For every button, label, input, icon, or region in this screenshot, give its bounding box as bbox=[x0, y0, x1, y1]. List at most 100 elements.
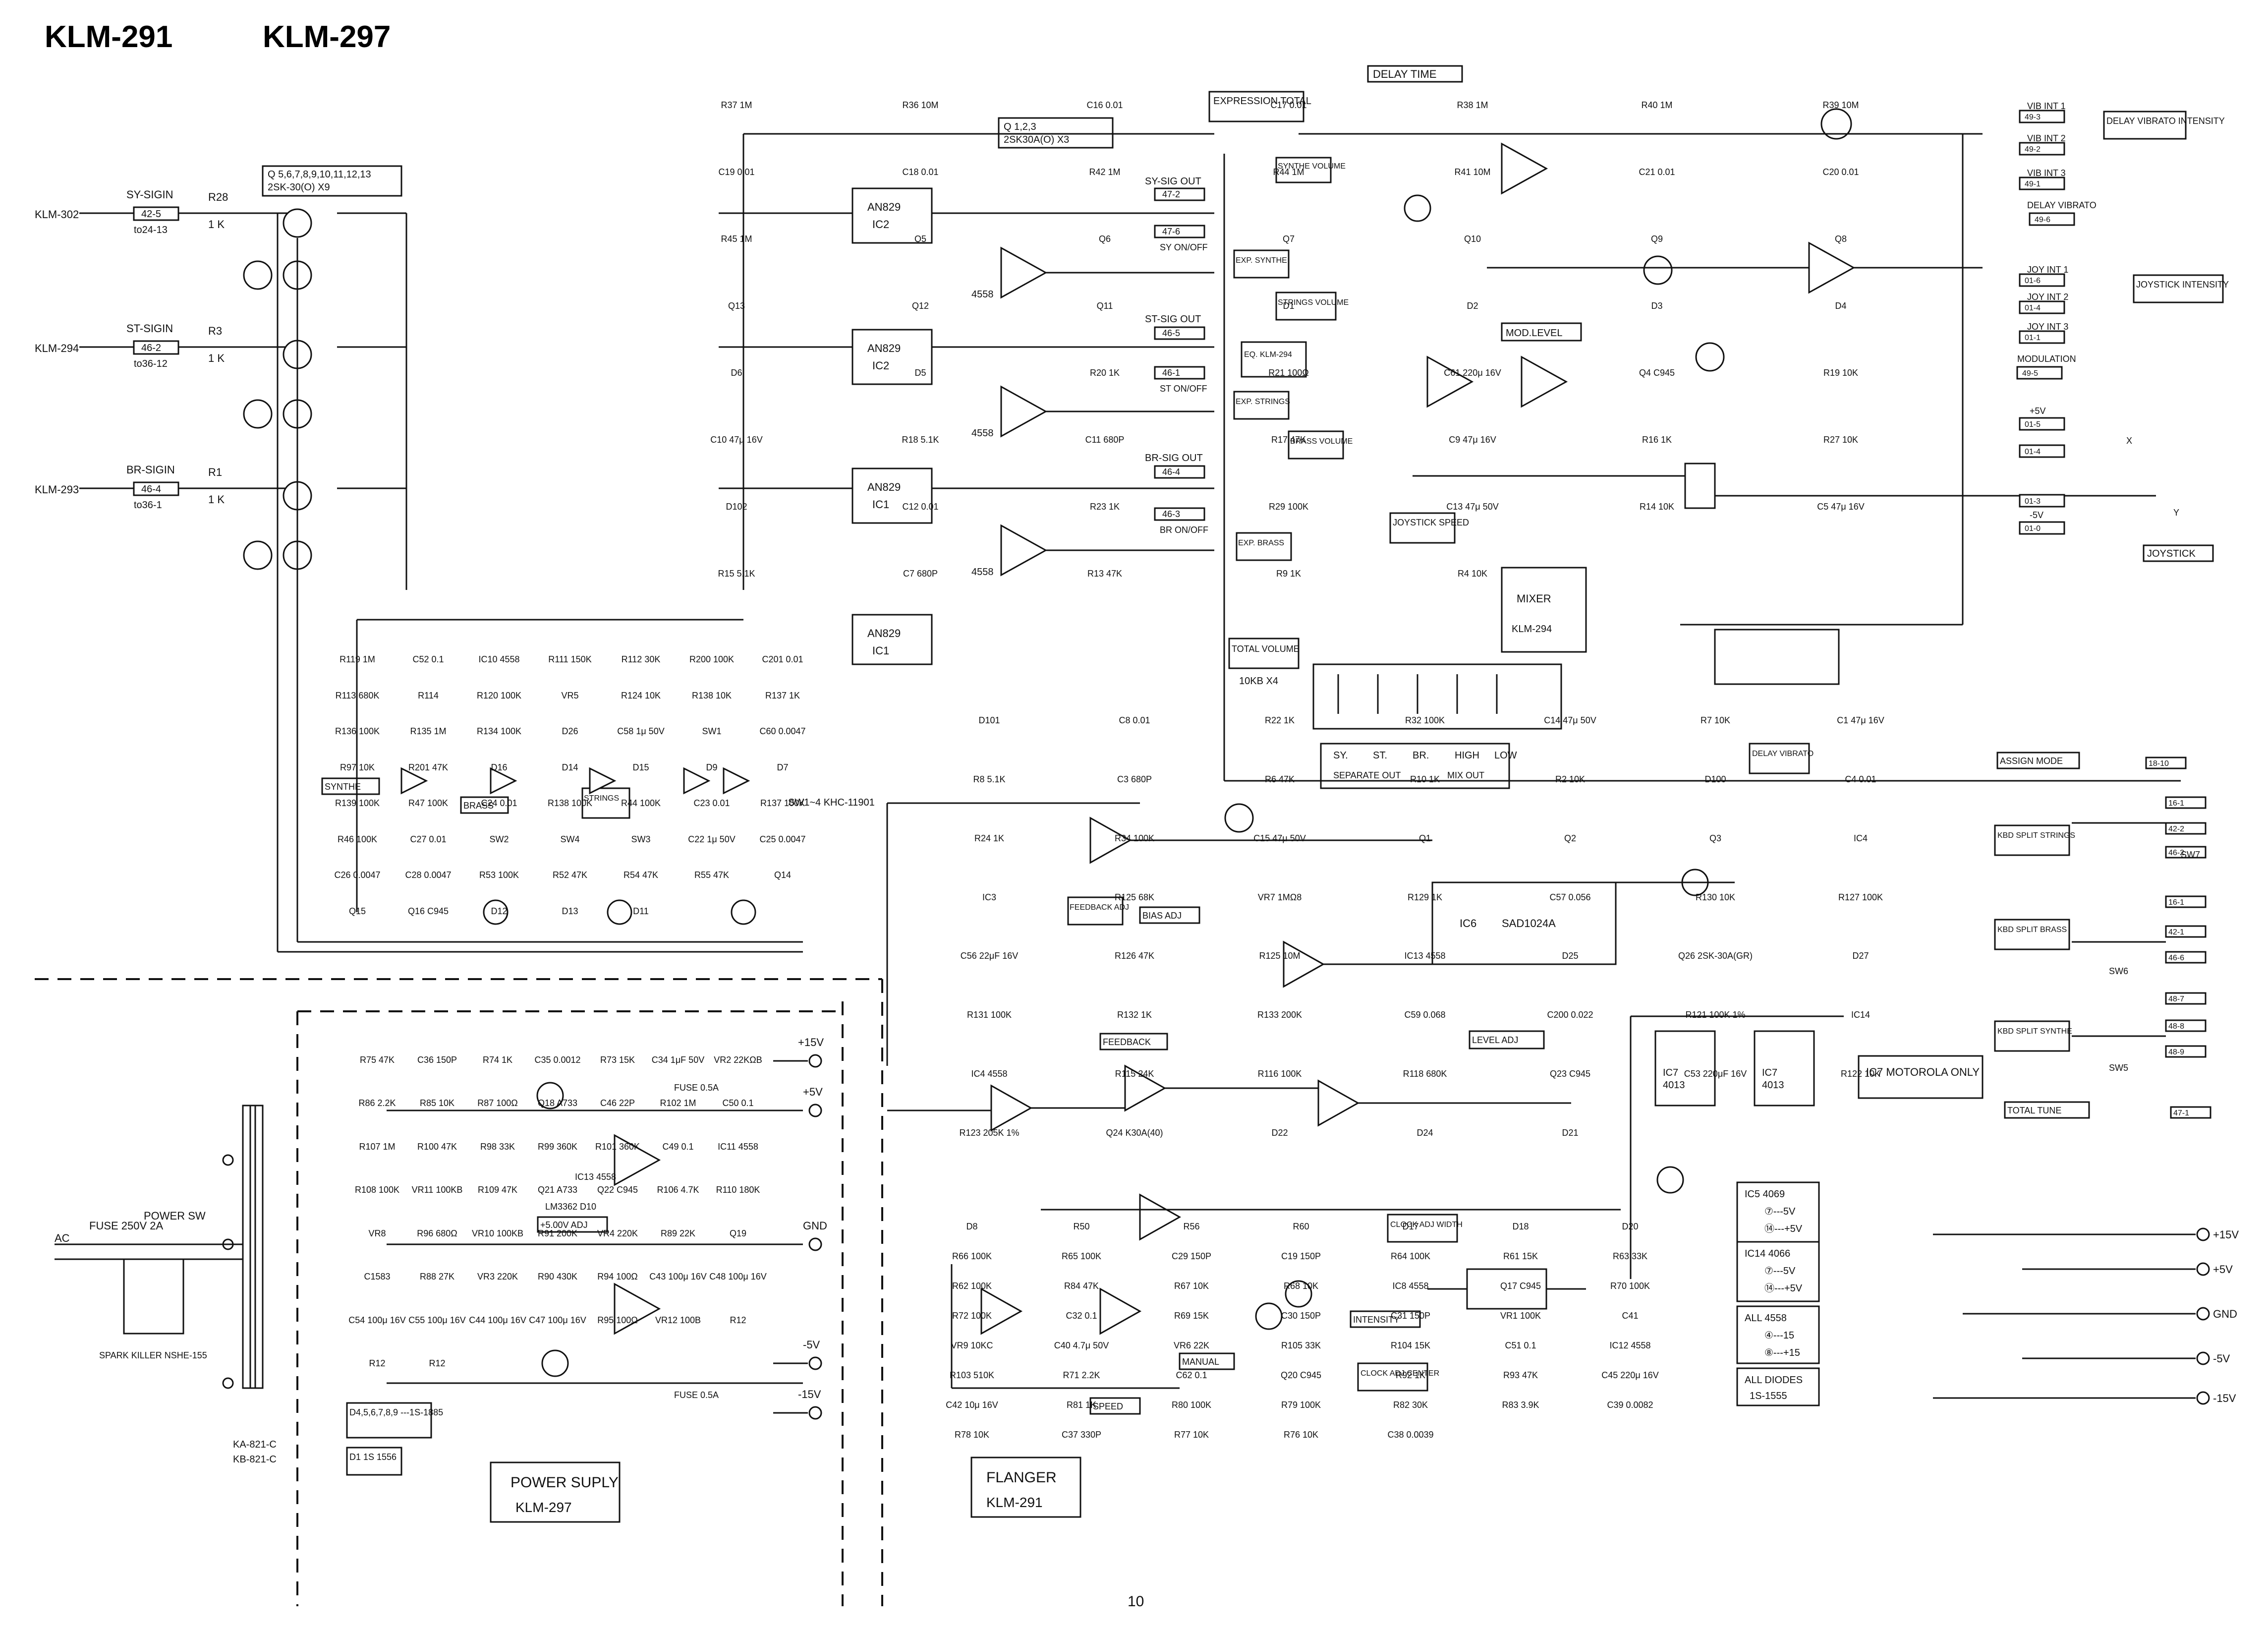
ic1-nc-ref: IC1 bbox=[872, 644, 889, 657]
component-label: C4 0.01 bbox=[1845, 774, 1876, 784]
component-label: IC14 bbox=[1851, 1010, 1870, 1020]
transformer-b: KB-821-C bbox=[233, 1454, 277, 1465]
component-label: R68 10K bbox=[1284, 1281, 1318, 1291]
ic7-b bbox=[1754, 1030, 1815, 1107]
ps-opamp-ic13 bbox=[614, 1134, 661, 1186]
opamp-label-3: 4558 bbox=[971, 567, 994, 578]
synthe-switch-label: SYNTHE bbox=[325, 782, 361, 792]
opamp-ic4-right bbox=[1808, 241, 1856, 294]
component-label: Q5 bbox=[914, 234, 926, 244]
q123-note-1: Q 1,2,3 bbox=[1004, 121, 1036, 132]
pin-delay-vibrato-label: DELAY VIBRATO bbox=[2027, 200, 2097, 210]
component-label: VR1 100K bbox=[1500, 1311, 1541, 1321]
component-label: IC4 bbox=[1854, 833, 1868, 843]
q19-block bbox=[1466, 1268, 1547, 1310]
ic6-ref: IC6 bbox=[1460, 917, 1476, 930]
note-ic5-line1: ⑦---5V bbox=[1764, 1206, 1796, 1217]
bypass-rail-gnd: GND bbox=[2213, 1308, 2237, 1320]
component-label: R113 680K bbox=[336, 691, 380, 700]
power-supply-model: KLM-297 bbox=[515, 1500, 572, 1515]
component-label: R106 4.7K bbox=[657, 1185, 699, 1195]
input-connector-2 bbox=[133, 340, 179, 355]
ps-diodes-note: D4,5,6,7,8,9 ---1S-1885 bbox=[349, 1407, 443, 1417]
jack-low: LOW bbox=[1494, 750, 1517, 761]
component-label: R99 360K bbox=[538, 1142, 577, 1152]
component-label: C44 100μ 16V bbox=[469, 1315, 526, 1325]
pin-sy-a: 48-7 bbox=[2168, 995, 2184, 1003]
jack-st: ST. bbox=[1373, 750, 1387, 761]
opamp-ic10-a bbox=[1426, 355, 1474, 408]
pin-joy-int-1: 01-6 bbox=[2025, 277, 2041, 285]
component-label: C27 0.01 bbox=[410, 834, 446, 844]
ic1-low bbox=[851, 467, 933, 524]
component-label: R95 100Ω bbox=[597, 1315, 638, 1325]
component-label: R110 180K bbox=[716, 1185, 760, 1195]
component-label: R120 100K bbox=[477, 691, 521, 700]
component-label: C54 100μ 16V bbox=[348, 1315, 405, 1325]
component-label: C46 22P bbox=[600, 1098, 635, 1108]
component-label: C5 47μ 16V bbox=[1817, 502, 1864, 512]
component-label: D24 bbox=[1417, 1128, 1433, 1138]
component-label: Q18 A733 bbox=[538, 1098, 577, 1108]
opamp-ic9-b bbox=[1317, 1079, 1360, 1127]
component-label: D100 bbox=[1704, 774, 1726, 784]
component-label: D9 bbox=[706, 762, 717, 772]
input-val-3: 1 K bbox=[208, 493, 225, 506]
delay-vibrato-switch-label: DELAY VIBRATO bbox=[1752, 750, 1814, 758]
ps-lm: LM3362 D10 bbox=[545, 1202, 596, 1212]
component-label: R77 10K bbox=[1174, 1430, 1209, 1440]
component-label: R135 1M bbox=[410, 726, 446, 736]
opamp-ic3-b bbox=[1000, 385, 1048, 438]
component-label: R115 24K bbox=[1115, 1069, 1154, 1079]
component-label: C21 0.01 bbox=[1639, 167, 1675, 177]
transistor-note-2: 2SK-30(O) X9 bbox=[268, 182, 330, 193]
component-label: R7 10K bbox=[1701, 715, 1730, 725]
component-label: R24 1K bbox=[974, 833, 1004, 843]
component-label: D3 bbox=[1651, 301, 1662, 311]
ic7-a-part: 4013 bbox=[1663, 1080, 1685, 1091]
transformer-a: KA-821-C bbox=[233, 1439, 277, 1450]
component-label: R111 150K bbox=[548, 654, 591, 664]
ic7-a bbox=[1654, 1030, 1716, 1107]
total-tune-label: TOTAL TUNE bbox=[2007, 1106, 2061, 1115]
component-label: VR12 100B bbox=[655, 1315, 701, 1325]
component-label: R84 47K bbox=[1064, 1281, 1099, 1291]
st-sig-out-label: ST-SIG OUT bbox=[1145, 314, 1201, 325]
component-label: R108 100K bbox=[355, 1185, 399, 1195]
component-label: C23 0.01 bbox=[693, 798, 730, 808]
component-label: C31 150P bbox=[1391, 1311, 1430, 1321]
total-volume-label: TOTAL VOLUME bbox=[1232, 644, 1300, 654]
component-label: SW4 bbox=[560, 834, 579, 844]
component-label: R114 bbox=[418, 691, 439, 700]
component-label: R46 100K bbox=[338, 834, 377, 844]
component-label: C11 680P bbox=[1085, 435, 1125, 445]
component-label: R139 100K bbox=[335, 798, 380, 808]
component-label: R15 5.1K bbox=[718, 569, 755, 579]
component-label: R122 10K bbox=[1841, 1069, 1880, 1079]
sy-sig-out-label: SY-SIG OUT bbox=[1145, 176, 1201, 187]
opamp-label-1: 4558 bbox=[971, 289, 994, 300]
pin-x: 01-4 bbox=[2025, 448, 2041, 456]
output-jacks: SY. ST. BR. HIGH LOW SEPARATE OUT MIX OU… bbox=[1312, 663, 1562, 789]
component-label: C17 0.01 bbox=[1270, 100, 1306, 110]
component-label: SW1 bbox=[702, 726, 721, 736]
supply-bypass: +15V +5V GND -5V -15V bbox=[1933, 1227, 2239, 1405]
component-label: R47 100K bbox=[408, 798, 448, 808]
component-label: R45 1M bbox=[721, 234, 752, 244]
component-label: C16 0.01 bbox=[1086, 100, 1123, 110]
pin-br-b: 42-1 bbox=[2168, 928, 2184, 936]
component-label: R4 10K bbox=[1458, 569, 1487, 579]
opamp-ic8-b bbox=[990, 1084, 1033, 1132]
component-label: D21 bbox=[1562, 1128, 1578, 1138]
component-label: C10 47μ 16V bbox=[710, 435, 762, 445]
component-label: R54 47K bbox=[624, 870, 658, 880]
ic6-part: SAD1024A bbox=[1502, 917, 1556, 930]
note-ic14-title: IC14 4066 bbox=[1745, 1248, 1790, 1259]
component-label: R9 1K bbox=[1276, 569, 1301, 579]
pin-total-tune: 47-1 bbox=[2173, 1109, 2189, 1117]
component-label: C38 0.0039 bbox=[1387, 1430, 1433, 1440]
component-label: R131 100K bbox=[967, 1010, 1012, 1020]
component-label: R50 bbox=[1073, 1222, 1089, 1231]
sy-pin-b: 47-6 bbox=[1162, 227, 1180, 236]
assign-mode-label: ASSIGN MODE bbox=[2000, 756, 2063, 766]
